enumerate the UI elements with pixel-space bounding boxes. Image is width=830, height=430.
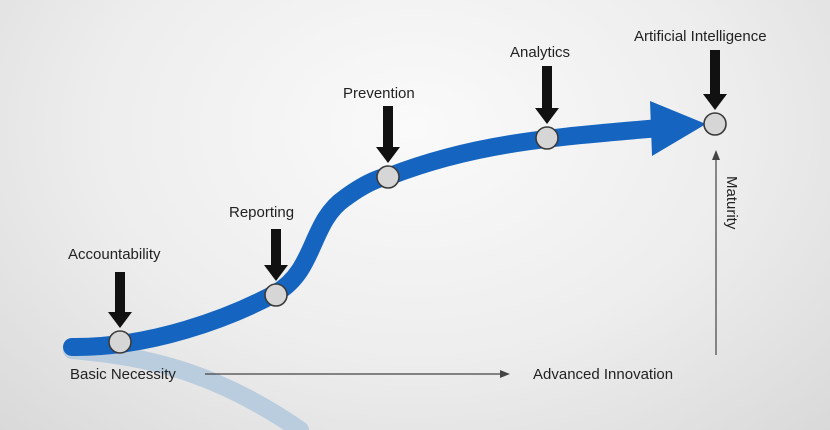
x-axis-arrowhead: [500, 370, 510, 378]
y-axis-label: Maturity: [723, 176, 740, 230]
y-axis-arrowhead: [712, 150, 720, 160]
pointer-arrow-analytics: [535, 66, 559, 124]
x-axis-start-label: Basic Necessity: [70, 366, 176, 383]
stage-label-analytics: Analytics: [510, 44, 570, 61]
stage-node-reporting: [264, 283, 288, 307]
stage-node-prevention: [376, 165, 400, 189]
pointer-arrow-accountability: [108, 272, 132, 328]
curve-reflection: [63, 341, 309, 430]
x-axis-end-label: Advanced Innovation: [533, 366, 673, 383]
pointer-arrow-reporting: [264, 229, 288, 281]
curve-arrowhead: [650, 101, 706, 156]
pointer-arrow-prevention: [376, 106, 400, 163]
maturity-curve: [63, 119, 669, 357]
stage-node-analytics: [535, 126, 559, 150]
stage-label-artificial-intelligence: Artificial Intelligence: [634, 28, 767, 45]
pointer-arrow-artificial-intelligence: [703, 50, 727, 110]
stage-label-prevention: Prevention: [343, 85, 415, 102]
stage-nodes: [108, 112, 727, 354]
stage-pointer-arrows: [108, 50, 727, 328]
stage-label-accountability: Accountability: [68, 246, 161, 263]
stage-node-accountability: [108, 330, 132, 354]
stage-node-artificial-intelligence: [703, 112, 727, 136]
stage-label-reporting: Reporting: [229, 204, 294, 221]
